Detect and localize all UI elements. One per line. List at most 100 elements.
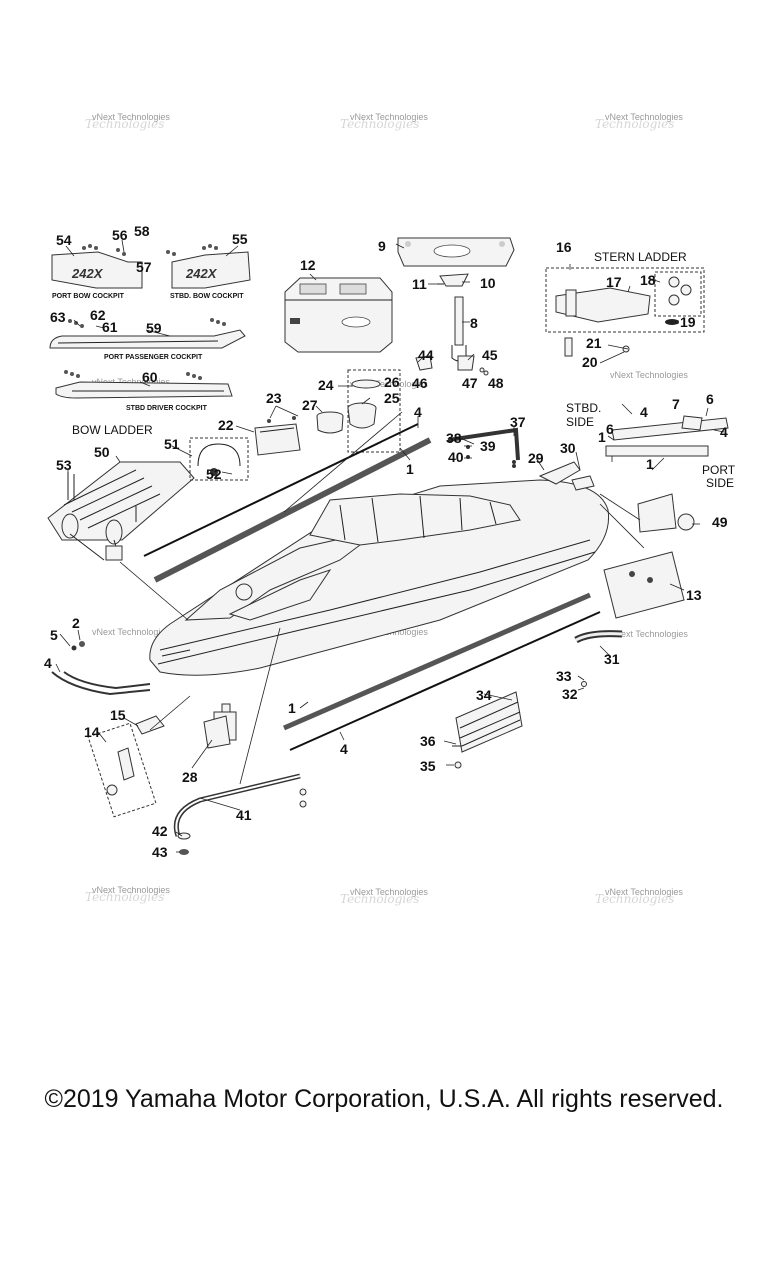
callout-22: 22 — [218, 417, 234, 433]
callout-21: 21 — [586, 335, 602, 351]
watermark-text: vNext Technologies — [92, 377, 170, 387]
watermark-text: vNext Technologies — [350, 887, 428, 897]
callout-35: 35 — [420, 758, 436, 774]
callout-10: 10 — [480, 275, 496, 291]
callout-numbers: 54 56 58 57 55 63 62 61 59 60 12 9 11 10… — [44, 223, 728, 860]
stern-ladder-label: STERN LADDER — [594, 250, 687, 264]
callout-4: 4 — [44, 655, 52, 671]
callout-14: 14 — [84, 724, 100, 740]
boat-hull — [143, 423, 610, 751]
stbd-bow-badge: 242X — [185, 266, 218, 281]
callout-43: 43 — [152, 844, 168, 860]
callout-61: 61 — [102, 319, 118, 335]
callout-30: 30 — [560, 440, 576, 456]
callout-24: 24 — [318, 377, 334, 393]
callout-39: 39 — [480, 438, 496, 454]
callout-63: 63 — [50, 309, 66, 325]
stbd-bow-cockpit-part — [171, 251, 251, 289]
callout-12: 12 — [300, 257, 316, 273]
callout-8: 8 — [470, 315, 478, 331]
callout-1: 1 — [598, 429, 606, 445]
callout-1: 1 — [406, 461, 414, 477]
callout-23: 23 — [266, 390, 282, 406]
callout-31: 31 — [604, 651, 620, 667]
callout-27: 27 — [302, 397, 318, 413]
callout-1: 1 — [646, 456, 654, 472]
watermark-text: vNext Technologies — [610, 370, 688, 380]
callout-15: 15 — [110, 707, 126, 723]
stern-ladder-box — [545, 267, 705, 333]
callout-4: 4 — [640, 404, 648, 420]
callout-57: 57 — [136, 259, 152, 275]
callout-59: 59 — [146, 320, 162, 336]
callout-53: 53 — [56, 457, 72, 473]
callout-44: 44 — [418, 347, 434, 363]
callout-13: 13 — [686, 587, 702, 603]
callout-40: 40 — [448, 449, 464, 465]
callout-4: 4 — [414, 404, 422, 420]
callout-2: 2 — [72, 615, 80, 631]
callout-33: 33 — [556, 668, 572, 684]
callout-6: 6 — [706, 391, 714, 407]
port-bow-cockpit-caption: PORT BOW COCKPIT — [52, 293, 125, 300]
callout-20: 20 — [582, 354, 598, 370]
watermark-shadow: Technologies — [85, 890, 164, 904]
callout-19: 19 — [680, 314, 696, 330]
callout-26: 26 — [384, 374, 400, 390]
watermark-shadow: Technologies — [595, 892, 674, 906]
watermark-text: vNext Technologies — [92, 885, 170, 895]
callout-1: 1 — [288, 700, 296, 716]
watermark-shadow: Technologies — [85, 117, 164, 131]
callout-29: 29 — [528, 450, 544, 466]
port-side-label-line1: PORT — [702, 463, 736, 477]
stbd-side-label-line2: SIDE — [566, 415, 594, 429]
callout-38: 38 — [446, 430, 462, 446]
callout-54: 54 — [56, 232, 72, 248]
stbd-bow-cockpit-caption: STBD. BOW COCKPIT — [170, 293, 244, 300]
watermark-text: vNext Technologies — [92, 112, 170, 122]
watermark-text: vNext Technologies — [350, 379, 428, 389]
callout-34: 34 — [476, 687, 492, 703]
callout-32: 32 — [562, 686, 578, 702]
watermark-group: Technologies vNext Technologies Technolo… — [85, 112, 688, 906]
watermark-shadow: Technologies — [340, 117, 419, 131]
stbd-side-label-line1: STBD. — [566, 401, 601, 415]
callout-9: 9 — [378, 238, 386, 254]
callout-55: 55 — [232, 231, 248, 247]
watermark-text: vNext Technologies — [350, 112, 428, 122]
callout-42: 42 — [152, 823, 168, 839]
port-bow-cockpit-part — [51, 251, 143, 289]
callout-58: 58 — [134, 223, 150, 239]
callout-16: 16 — [556, 239, 572, 255]
side-labels: STBD. SIDE PORT SIDE — [566, 401, 736, 490]
watermark-text: vNext Technologies — [610, 629, 688, 639]
port-bow-badge: 242X — [71, 266, 104, 281]
leader-lines — [55, 239, 725, 853]
callout-6: 6 — [606, 421, 614, 437]
watermark-shadow: Technologies — [340, 892, 419, 906]
callout-37: 37 — [510, 414, 526, 430]
callout-60: 60 — [142, 369, 158, 385]
callout-41: 41 — [236, 807, 252, 823]
callout-25: 25 — [384, 390, 400, 406]
watermark-text: vNext Technologies — [605, 887, 683, 897]
callout-11: 11 — [412, 276, 427, 292]
watermark-text: vNext Technologies — [92, 627, 170, 637]
copyright-notice: ©2019 Yamaha Motor Corporation, U.S.A. A… — [44, 1085, 724, 1113]
stbd-driver-cockpit-caption: STBD DRIVER COCKPIT — [126, 405, 208, 412]
misc-parts — [51, 415, 729, 855]
callout-47: 47 — [462, 375, 478, 391]
watermark-shadow: Technologies — [595, 117, 674, 131]
callout-52: 52 — [206, 466, 222, 482]
callout-7: 7 — [672, 396, 680, 412]
callout-18: 18 — [640, 272, 656, 288]
table-parts — [397, 237, 515, 362]
callout-51: 51 — [164, 436, 180, 452]
callout-56: 56 — [112, 227, 128, 243]
port-passenger-cockpit-strip — [49, 329, 246, 349]
bow-ladder-label: BOW LADDER — [72, 423, 153, 437]
stbd-driver-cockpit-strip — [55, 381, 233, 399]
callout-46: 46 — [412, 375, 428, 391]
callout-48: 48 — [488, 375, 504, 391]
